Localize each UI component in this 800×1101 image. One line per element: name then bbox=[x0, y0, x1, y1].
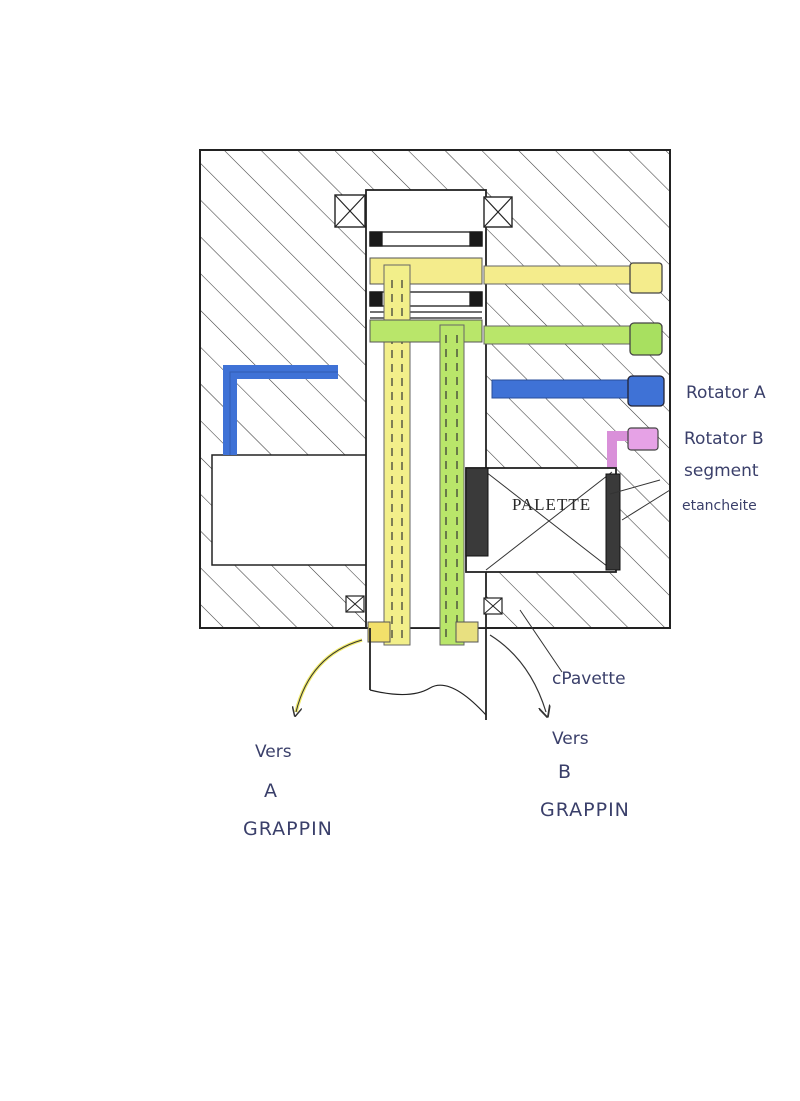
left-cavity bbox=[211, 454, 368, 566]
left-grappin-label: GRAPPIN bbox=[243, 818, 333, 840]
circuit-b bbox=[369, 319, 663, 646]
rotator-a-line bbox=[223, 365, 665, 455]
right-grappin-label: GRAPPIN bbox=[540, 799, 630, 821]
rotator-b-label: Rotator B bbox=[684, 429, 764, 449]
left-vers-label: Vers bbox=[255, 742, 292, 762]
rotator-b-line bbox=[607, 427, 659, 470]
right-letter-label: B bbox=[558, 761, 572, 783]
rotator-a-label: Rotator A bbox=[686, 383, 766, 403]
output-shaft bbox=[369, 628, 487, 720]
etancheite-label-text: etancheite bbox=[682, 498, 757, 514]
palette-label: PALETTE bbox=[512, 495, 591, 514]
top-bearings bbox=[334, 194, 513, 228]
left-letter-label: A bbox=[264, 780, 278, 802]
clavette-label: cPavette bbox=[552, 669, 626, 689]
seal-rings bbox=[369, 231, 483, 319]
output-arrows bbox=[296, 634, 546, 712]
leader-lines bbox=[519, 479, 671, 673]
bottom-bearings bbox=[345, 595, 503, 615]
palette: PALETTE bbox=[465, 467, 621, 573]
right-vers-label: Vers bbox=[552, 729, 589, 749]
segment-label: segment bbox=[684, 461, 759, 481]
